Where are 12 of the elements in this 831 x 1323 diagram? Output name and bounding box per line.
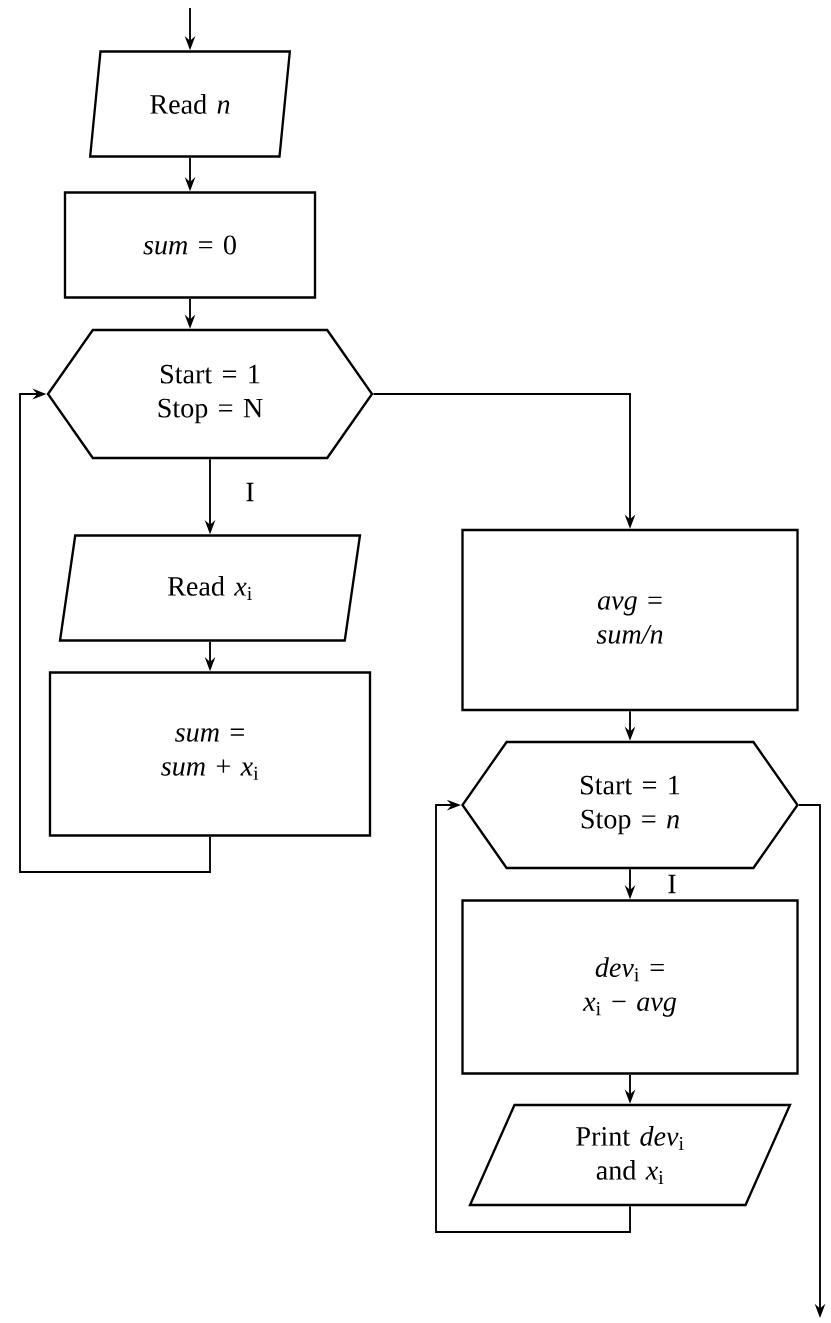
arrow [19, 388, 211, 873]
loop-hexagon: Start = 1 Stop = n [461, 740, 799, 870]
io-parallelogram: Read x$_{i}$ [58, 534, 362, 642]
process-box: dev$_{i}$ = x$_{i}$ − avg [461, 899, 799, 1075]
loop-hexagon: Start = 1 Stop = N [46, 328, 374, 460]
process-box: sum = 0 [63, 191, 317, 299]
process-box: sum = sum + x$_{i}$ [48, 671, 372, 837]
process-box: avg = sum/n [461, 528, 799, 712]
edge-label: I [244, 481, 256, 503]
edge-label: I [666, 873, 678, 895]
arrow [435, 799, 631, 1233]
io-parallelogram: Print dev$_{i}$ and x$_{i}$ [468, 1103, 792, 1207]
